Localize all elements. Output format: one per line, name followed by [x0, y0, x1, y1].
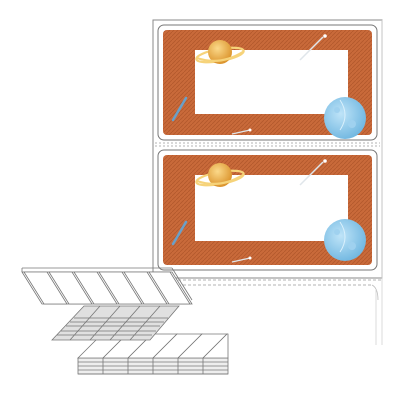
- moon-icon: [324, 97, 366, 139]
- shooting-star-icon: [171, 159, 327, 263]
- planet-saturn-icon: [195, 163, 245, 187]
- fanfold-stack: [21, 267, 229, 375]
- label-2: [157, 149, 378, 271]
- planet-saturn-icon: [195, 40, 245, 64]
- moon-icon: [324, 219, 366, 261]
- shooting-star-icon: [171, 34, 327, 135]
- label-1: [157, 24, 378, 141]
